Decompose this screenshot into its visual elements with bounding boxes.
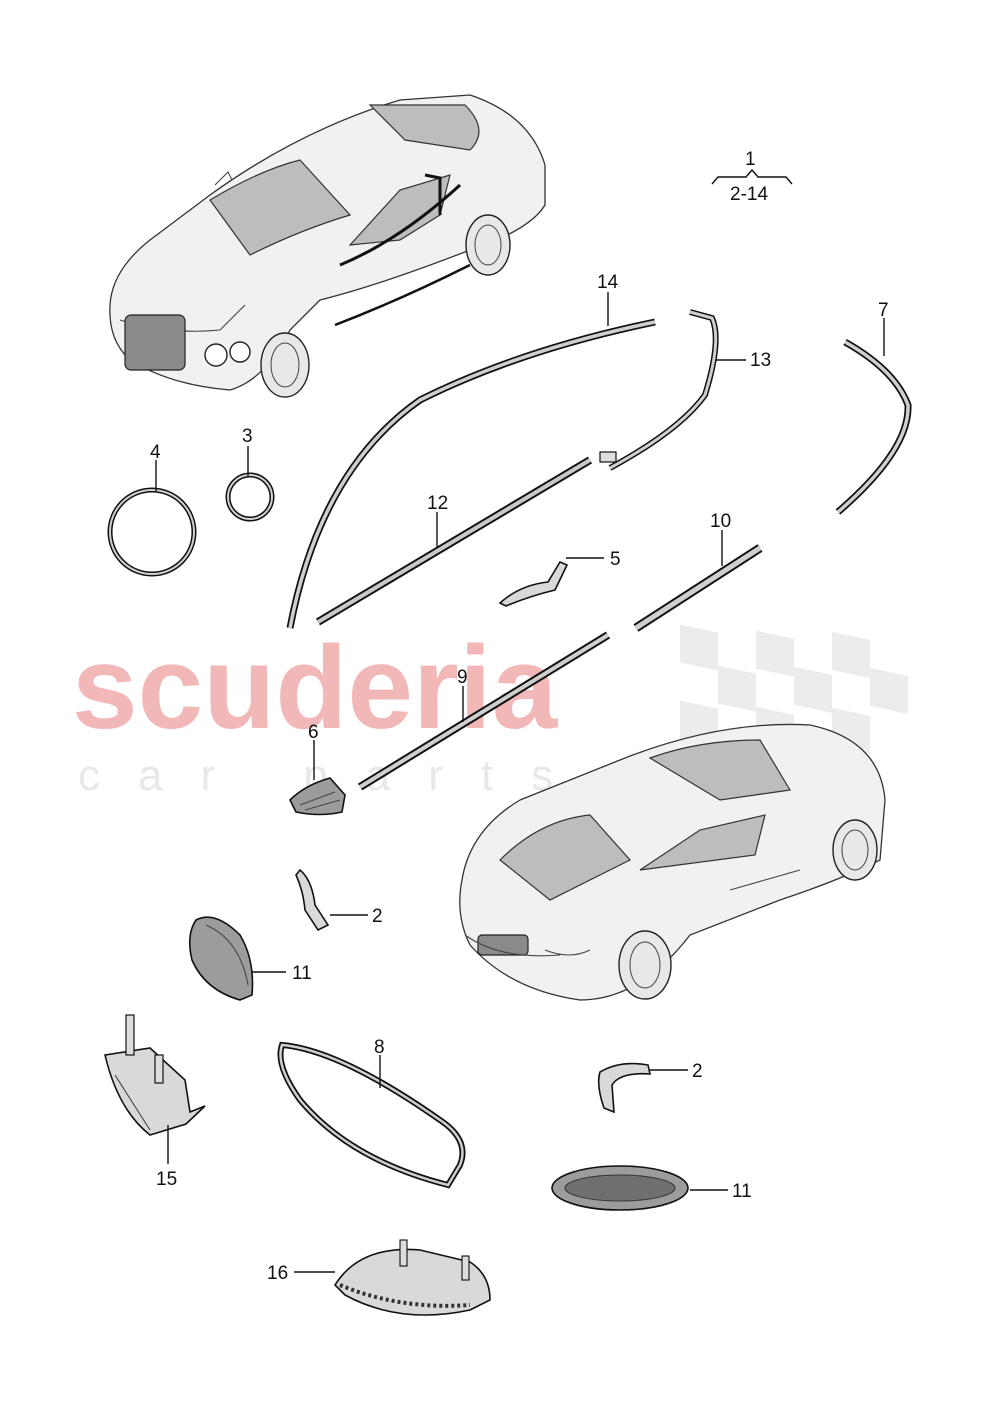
wing-vent — [289, 777, 346, 816]
callout-6: 6 — [308, 722, 319, 743]
bracket-lamp-housing — [104, 1014, 206, 1136]
belt-line-trim — [315, 456, 593, 626]
trim-clip — [295, 868, 652, 1114]
callout-10: 10 — [710, 511, 731, 532]
assembly-note: 1 2-14 — [711, 149, 793, 205]
grille-icon — [124, 314, 186, 371]
watermark-main: scuderia — [72, 622, 559, 754]
rear-quarter-trim — [835, 338, 912, 515]
rear-sill-trim — [633, 544, 763, 632]
sill-trim — [357, 631, 611, 791]
assembly-note-bottom: 2-14 — [730, 184, 768, 205]
leader-lines — [155, 292, 885, 1273]
callout-15: 15 — [156, 1169, 177, 1190]
car-front-view — [109, 94, 546, 398]
callout-14: 14 — [597, 272, 619, 293]
watermark: scuderia car parts — [72, 622, 908, 800]
callout-11-lower: 11 — [732, 1181, 752, 1202]
callout-16: 16 — [267, 1263, 288, 1284]
callout-7: 7 — [878, 300, 889, 321]
car-rear-view — [459, 723, 886, 1001]
callout-8: 8 — [374, 1037, 385, 1058]
window-trim-upper — [286, 318, 656, 629]
callout-labels: 14 13 7 4 3 12 5 10 9 6 2 11 8 2 15 11 1… — [150, 272, 889, 1284]
large-lamp-ring — [107, 487, 197, 577]
door-handle — [498, 560, 569, 607]
rear-diffuser-lamp — [333, 1239, 491, 1316]
callout-11-upper: 11 — [292, 963, 312, 984]
callout-12: 12 — [427, 493, 448, 514]
callout-13: 13 — [750, 350, 771, 371]
assembly-note-top: 1 — [745, 149, 756, 170]
callout-2-lower: 2 — [692, 1061, 703, 1082]
tail-lamp-surround — [188, 916, 689, 1211]
grille-surround — [277, 1041, 466, 1189]
callout-5: 5 — [610, 549, 621, 570]
callout-2-upper: 2 — [372, 906, 383, 927]
callout-4: 4 — [150, 442, 161, 463]
callout-9: 9 — [457, 667, 468, 688]
small-lamp-ring — [225, 472, 275, 522]
b-pillar-trim — [599, 309, 719, 471]
callout-3: 3 — [242, 426, 253, 447]
